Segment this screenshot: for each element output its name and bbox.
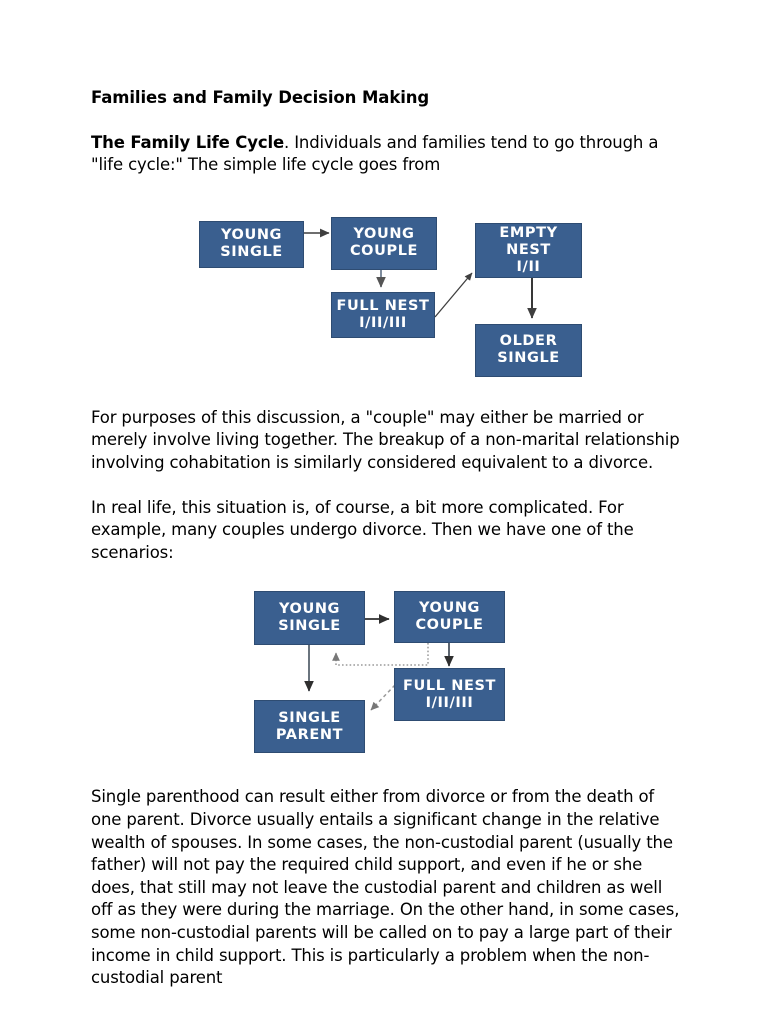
node-full-nest[interactable]: FULL NEST I/II/III	[331, 291, 435, 338]
node-label-line1: EMPTY NEST	[499, 224, 558, 258]
node-label-line2: COUPLE	[415, 617, 484, 634]
node-young-single[interactable]: YOUNG SINGLE	[254, 591, 365, 646]
node-label-line2: SINGLE	[278, 618, 341, 635]
document-content: Families and Family Decision Making The …	[91, 88, 683, 1012]
node-label-line2: I/II/III	[425, 694, 474, 711]
node-older-single[interactable]: OLDER SINGLE	[475, 323, 582, 377]
node-single-parent[interactable]: SINGLE PARENT	[254, 700, 365, 754]
node-empty-nest[interactable]: EMPTY NEST I/II	[475, 222, 582, 278]
node-label-line2: PARENT	[275, 726, 344, 743]
node-young-couple[interactable]: YOUNG COUPLE	[331, 216, 437, 270]
node-label-line1: SINGLE	[278, 709, 341, 726]
page-title: Families and Family Decision Making	[91, 88, 430, 107]
node-label-line1: YOUNG	[353, 226, 415, 243]
paragraph-body: . Individuals and families tend to go th…	[91, 132, 659, 175]
diagram-simple-life-cycle: YOUNG SINGLE YOUNG COUPLE FULL NEST I/II…	[91, 199, 683, 391]
paragraph-single-parenthood: Single parenthood can result either from…	[91, 787, 680, 988]
node-young-couple[interactable]: YOUNG COUPLE	[394, 591, 505, 644]
node-label-line1: OLDER	[499, 333, 558, 350]
node-label-line2: SINGLE	[220, 244, 283, 261]
node-label-line1: YOUNG	[418, 600, 481, 617]
node-full-nest[interactable]: FULL NEST I/II/III	[394, 668, 505, 722]
node-young-single[interactable]: YOUNG SINGLE	[199, 220, 304, 268]
paragraph-couple-definition: For purposes of this discussion, a "coup…	[91, 407, 680, 472]
diagram-divorce-scenarios: YOUNG SINGLE YOUNG COUPLE FULL NEST I/II…	[91, 586, 683, 766]
node-label-line2: I/II	[516, 258, 541, 275]
node-label-line1: FULL NEST	[336, 297, 430, 314]
paragraph-real-life: In real life, this situation is, of cour…	[91, 497, 634, 562]
diagram2-connectors	[304, 614, 454, 711]
node-label-line1: YOUNG	[220, 227, 283, 244]
paragraph-family-life-cycle: The Family Life Cycle. Individuals and f…	[91, 132, 683, 177]
node-label-line2: I/II/III	[359, 314, 407, 331]
node-label-line1: YOUNG	[278, 601, 341, 618]
node-label-line2: SINGLE	[497, 350, 560, 367]
node-label-line2: COUPLE	[349, 243, 419, 260]
node-label-line1: FULL NEST	[403, 677, 496, 694]
paragraph-lead-in: The Family Life Cycle	[91, 132, 285, 152]
